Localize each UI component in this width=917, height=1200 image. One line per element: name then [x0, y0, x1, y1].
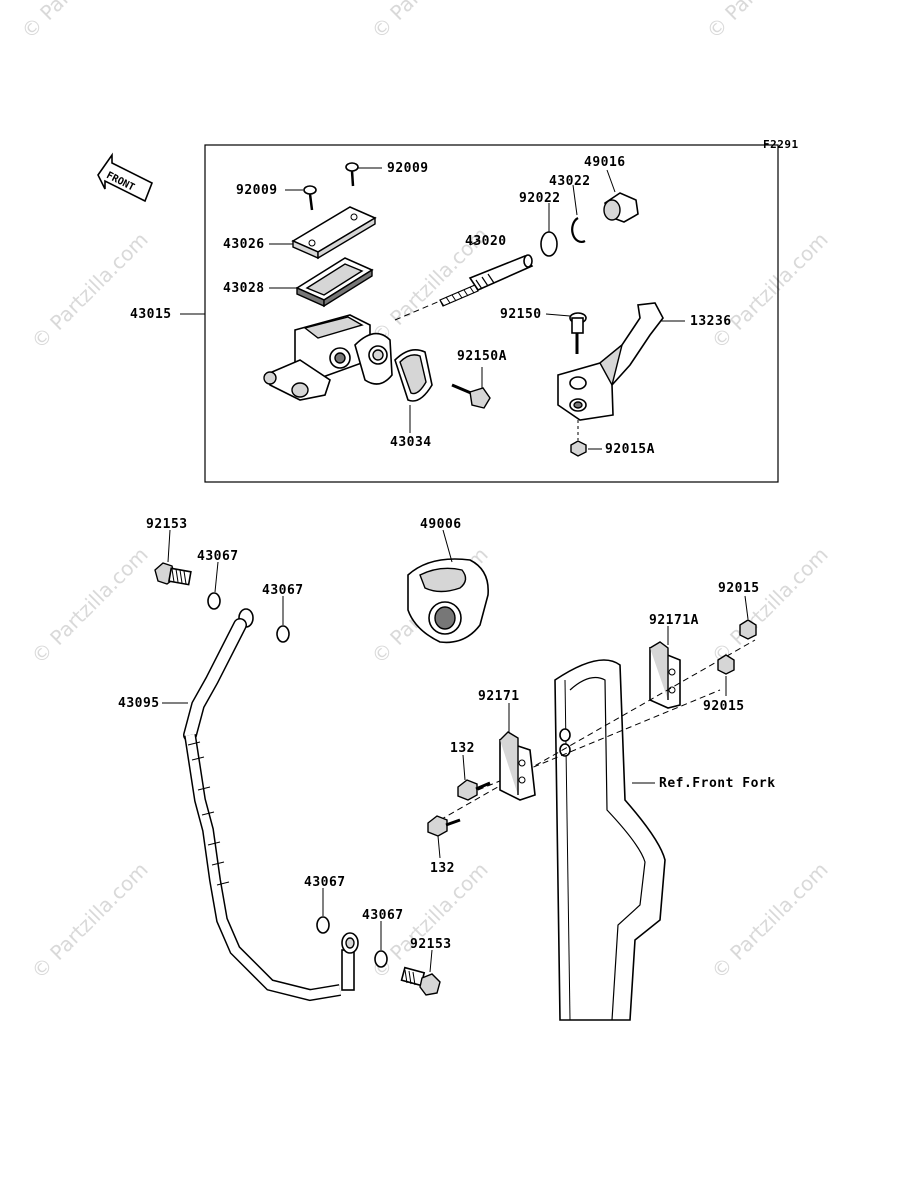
- front-fork: [554, 659, 666, 1021]
- watermark: © Partzilla.com: [707, 542, 833, 668]
- part-label-43015: 43015: [130, 307, 172, 322]
- part-label-43067: 43067: [197, 549, 239, 564]
- piston-assembly-43020: [394, 254, 534, 321]
- clamp-43034: [394, 349, 433, 402]
- part-label-92015A: 92015A: [605, 442, 655, 457]
- watermark: © Partzilla.com: [27, 227, 153, 353]
- part-label-43067: 43067: [362, 908, 404, 923]
- part-label-92150A: 92150A: [457, 349, 507, 364]
- washer-43067: [207, 592, 221, 610]
- front-arrow-icon: FRONT: [97, 152, 154, 203]
- part-label-92150: 92150: [500, 307, 542, 322]
- watermark: © Partzilla.com: [17, 0, 143, 44]
- watermark: © Partzilla.com: [27, 542, 153, 668]
- part-label-132: 132: [430, 861, 455, 876]
- master-cylinder-body: [263, 314, 393, 401]
- part-label-43026: 43026: [223, 237, 265, 252]
- reservoir-cap-43026: [291, 206, 377, 260]
- part-label-43095: 43095: [118, 696, 160, 711]
- part-label-92153: 92153: [146, 517, 188, 532]
- washer-43067: [276, 625, 290, 643]
- alignment-line: [439, 639, 756, 821]
- part-label-43034: 43034: [390, 435, 432, 450]
- part-label-49006: 49006: [420, 517, 462, 532]
- screw-92009-left: [285, 185, 317, 211]
- part-label-92015: 92015: [718, 581, 760, 596]
- nut-92015: [717, 654, 735, 675]
- washer-43067: [316, 916, 330, 934]
- part-label-43022: 43022: [549, 174, 591, 189]
- watermark: © Partzilla.com: [27, 857, 153, 983]
- part-label-49016: 49016: [584, 155, 626, 170]
- part-label-43028: 43028: [223, 281, 265, 296]
- nut-92015A: [570, 440, 587, 457]
- pivot-bolt-92150: [569, 312, 587, 354]
- lever-13236: [557, 302, 664, 421]
- diaphragm-43028: [295, 257, 374, 308]
- part-label-92009: 92009: [387, 161, 429, 176]
- part-label-43067: 43067: [262, 583, 304, 598]
- banjo-bolt-92153: [400, 966, 441, 996]
- screw-92009-right: [345, 162, 382, 187]
- banjo-bolt-92153: [154, 562, 192, 586]
- watermark: © Partzilla.com: [702, 0, 828, 44]
- bolt-132: [427, 815, 461, 837]
- part-label-43067: 43067: [304, 875, 346, 890]
- part-label-92171: 92171: [478, 689, 520, 704]
- watermark: © Partzilla.com: [707, 227, 833, 353]
- figure-code: F2291: [763, 138, 799, 151]
- watermark-layer: © Partzilla.com © Partzilla.com © Partzi…: [17, 0, 833, 984]
- part-label-92022: 92022: [519, 191, 561, 206]
- nut-92015: [739, 619, 757, 640]
- watermark: © Partzilla.com: [707, 857, 833, 983]
- hose-guide-49006: [407, 558, 489, 644]
- part-label-92015: 92015: [703, 699, 745, 714]
- bolt-132: [457, 779, 491, 801]
- hose-clamp-92171: [499, 731, 536, 801]
- bolt-92150A: [451, 383, 491, 409]
- part-label-43020: 43020: [465, 234, 507, 249]
- washer-92022: [540, 231, 558, 257]
- watermark: © Partzilla.com: [367, 0, 493, 44]
- part-label-132: 132: [450, 741, 475, 756]
- hose-clamp-92171A: [649, 641, 681, 709]
- circlip-43022: [571, 217, 586, 243]
- part-label-92153: 92153: [410, 937, 452, 952]
- brake-hose-43095: [183, 608, 359, 1002]
- part-label-92171A: 92171A: [649, 613, 699, 628]
- washer-43067: [374, 950, 388, 968]
- part-label-92009: 92009: [236, 183, 278, 198]
- dust-boot-49016: [603, 192, 639, 223]
- part-label-13236: 13236: [690, 314, 732, 329]
- fork-reference-label: Ref.Front Fork: [659, 776, 776, 791]
